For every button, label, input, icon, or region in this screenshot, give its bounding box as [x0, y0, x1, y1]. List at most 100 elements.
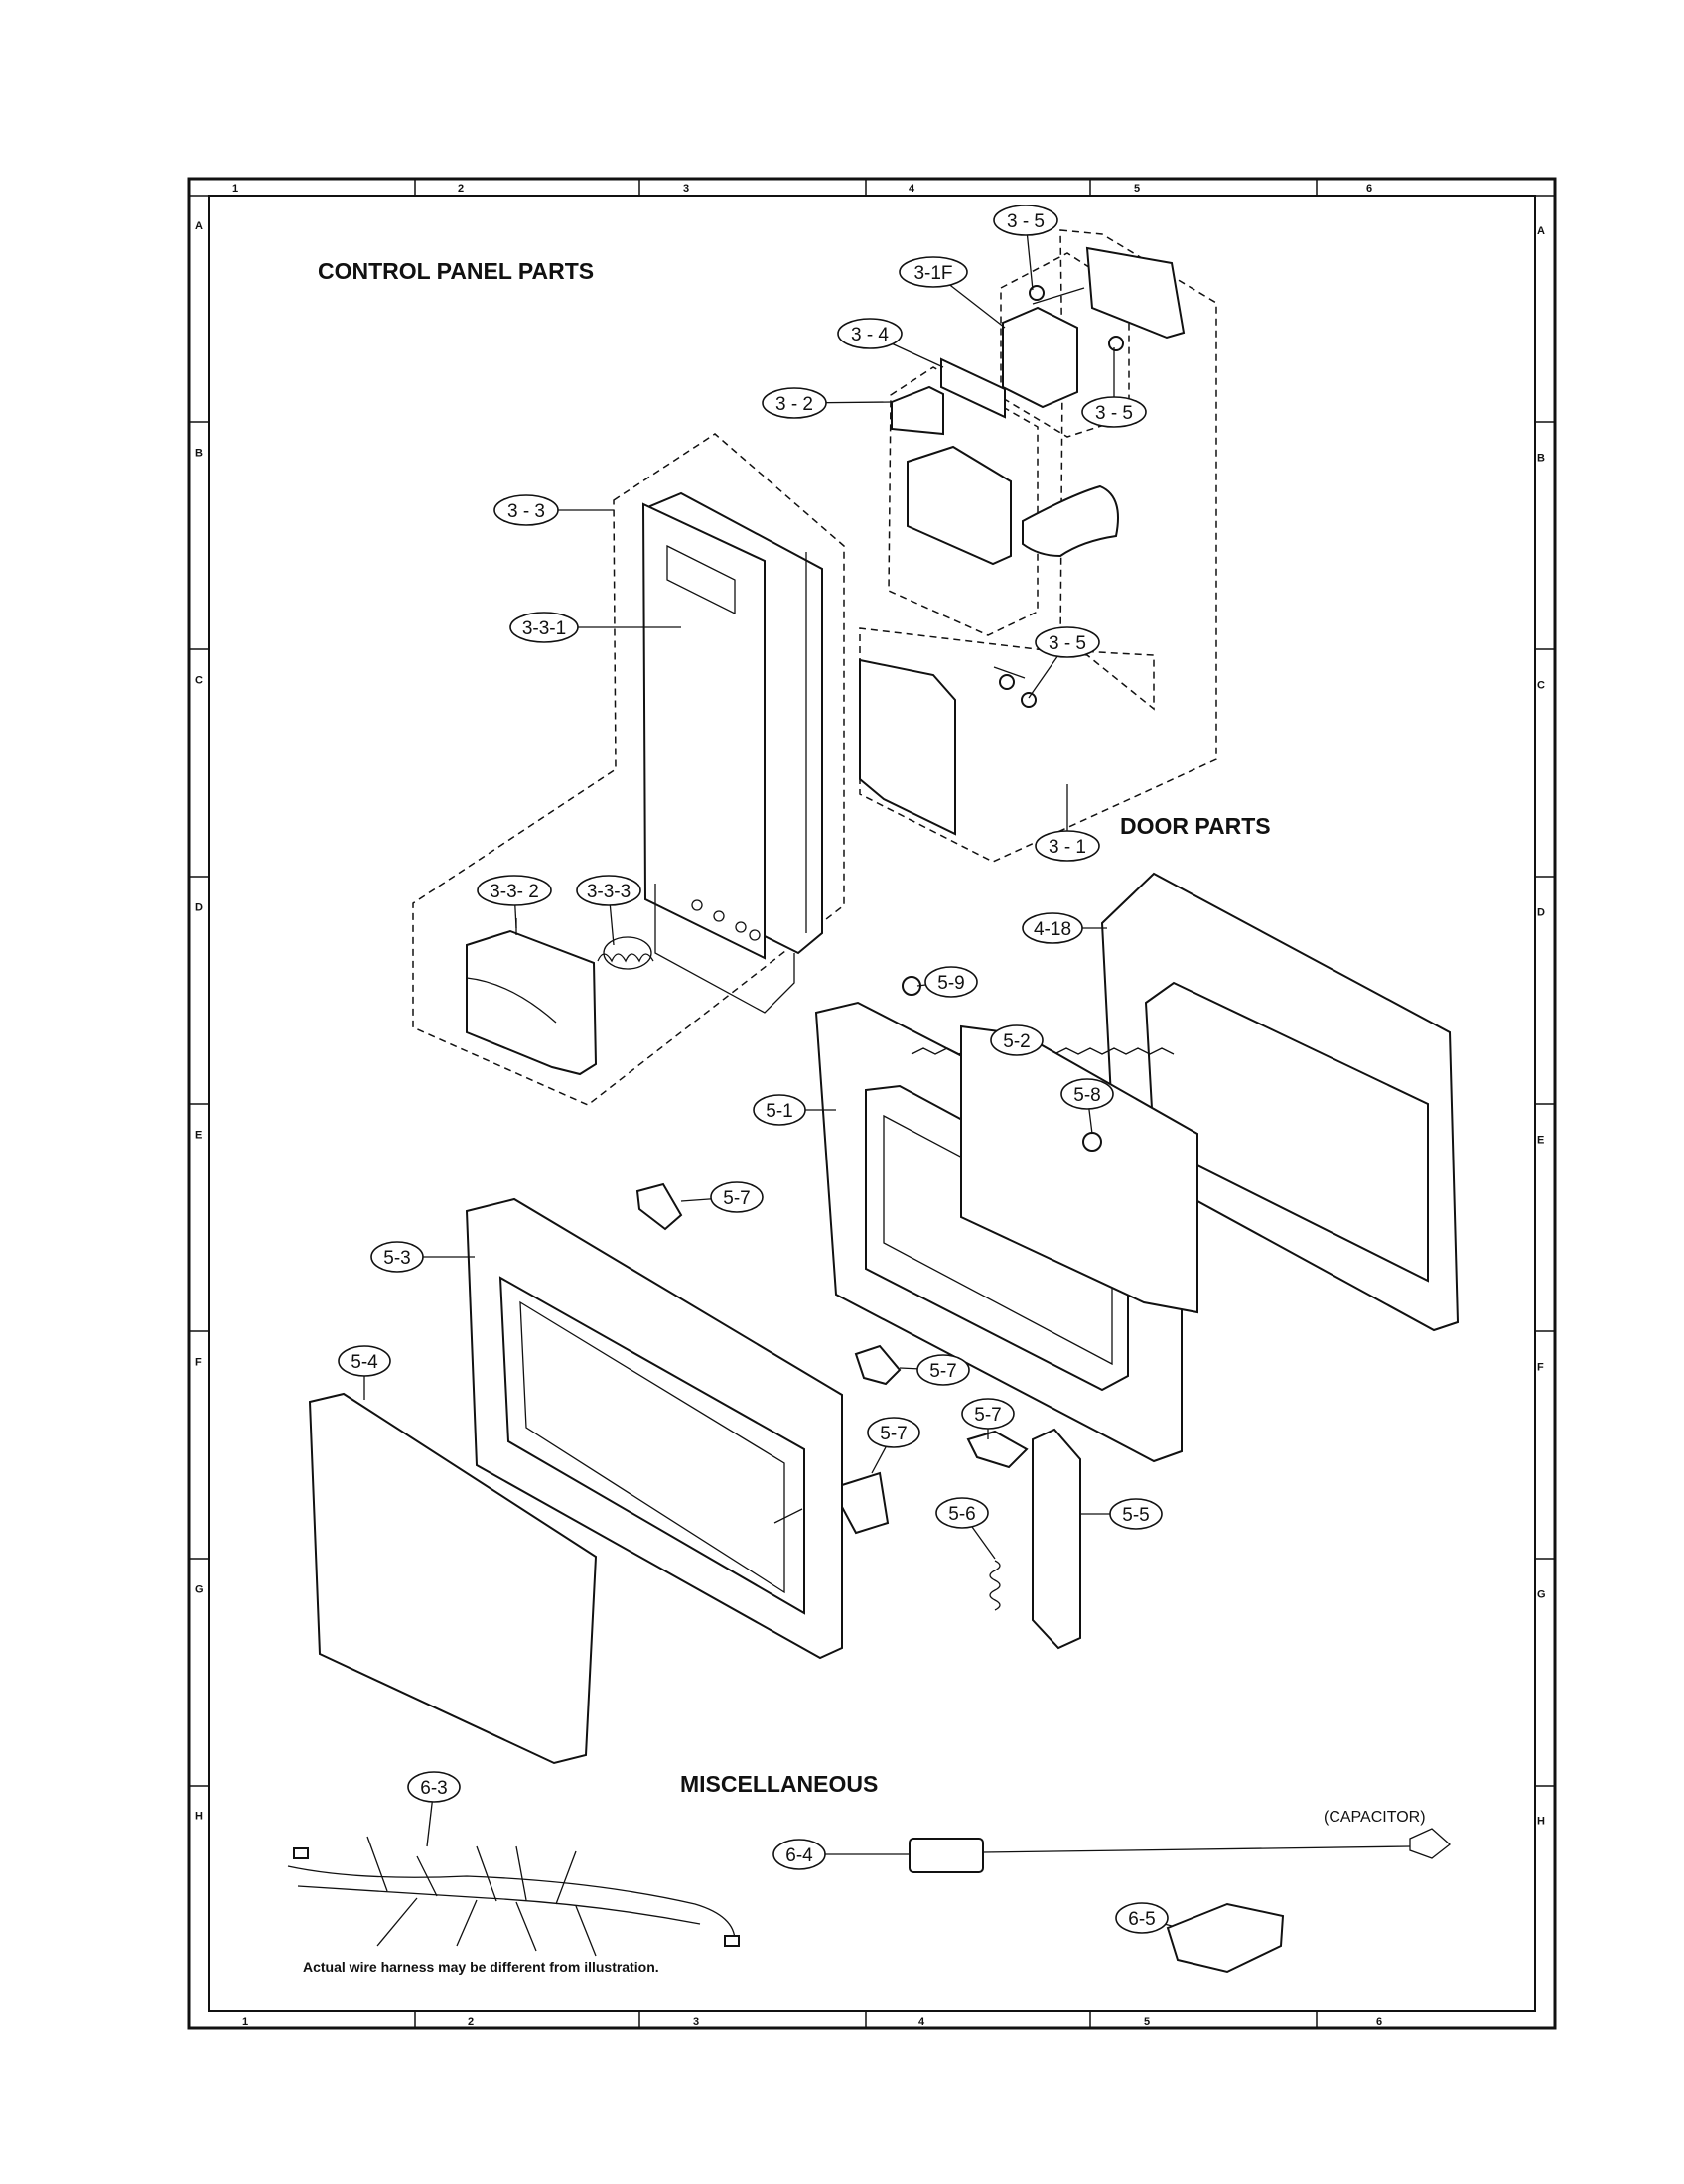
ruler-row-right: D — [1537, 907, 1545, 919]
key-unit-32 — [891, 385, 1119, 566]
ruler-row-left: B — [195, 448, 203, 460]
callout-oval — [1022, 912, 1083, 944]
part-callout-p63: 6-3 — [420, 1778, 447, 1799]
part-callout-p51: 5-1 — [766, 1101, 792, 1122]
switch-bracket-31f — [1002, 246, 1186, 409]
door-button — [466, 918, 598, 1076]
part-callout-p333: 3-3-3 — [587, 882, 631, 902]
callout-oval — [493, 494, 559, 526]
ruler-column-top: 6 — [1366, 183, 1372, 195]
ruler-row-left: G — [195, 1584, 204, 1596]
ruler-row-right: F — [1537, 1362, 1544, 1374]
callout-oval — [867, 1417, 920, 1448]
part-callout-p33: 3 - 3 — [507, 501, 545, 522]
ruler-column-bottom: 5 — [1144, 2016, 1150, 2028]
part-callout-p57b: 5-7 — [929, 1361, 956, 1382]
callout-oval — [772, 1839, 826, 1870]
part-callout-p58: 5-8 — [1073, 1085, 1100, 1106]
part-callout-p57c: 5-7 — [880, 1424, 907, 1444]
callout-oval — [710, 1181, 764, 1213]
part-callout-p57a: 5-7 — [723, 1188, 750, 1209]
ruler-row-right: C — [1537, 680, 1545, 692]
part-callout-p52: 5-2 — [1003, 1031, 1030, 1052]
callout-oval — [509, 612, 579, 643]
callout-oval — [837, 318, 903, 349]
part-callout-p64: 6-4 — [785, 1845, 813, 1866]
part-callout-p54: 5-4 — [351, 1352, 378, 1373]
ruler-column-bottom: 4 — [918, 2016, 925, 2028]
ruler-row-right: G — [1537, 1589, 1546, 1601]
ruler-row-right: E — [1537, 1135, 1544, 1147]
callout-oval — [924, 966, 978, 998]
ruler-row-left: H — [195, 1811, 203, 1823]
callout-oval — [1081, 396, 1147, 428]
callout-oval — [762, 387, 827, 419]
ruler-column-top: 3 — [683, 183, 689, 195]
block-57b — [854, 1344, 902, 1386]
callout-oval — [1035, 626, 1100, 658]
callout-oval — [990, 1024, 1044, 1056]
ruler-column-bottom: 6 — [1376, 2016, 1382, 2028]
control-unit-31 — [859, 658, 1037, 836]
part-callout-p35c: 3 - 5 — [1049, 633, 1086, 654]
part-callouts: 3 - 5 3-1F 3 - 4 3 - 5 3 - 2 3 - 3 3-3-1 3 - 5 3… — [338, 205, 1173, 1934]
spring-56 — [989, 1560, 1001, 1611]
part-callout-p35a: 3 - 5 — [1007, 211, 1045, 232]
callout-oval — [935, 1497, 989, 1529]
harness-note: Actual wire harness may be different fro… — [303, 1959, 659, 1975]
part-callout-p31f: 3-1F — [913, 263, 952, 284]
callout-oval — [1035, 830, 1100, 862]
insulation-sheet-34 — [940, 357, 1006, 419]
screw-58 — [1082, 1132, 1102, 1152]
ruler-column-top: 2 — [458, 183, 464, 195]
block-57a — [635, 1182, 683, 1231]
wire-harness-63 — [287, 1836, 740, 1957]
callout-oval — [576, 875, 641, 906]
group-outlines — [412, 229, 1217, 1106]
ruler-row-right: A — [1537, 225, 1545, 237]
ruler-column-top: 4 — [909, 183, 915, 195]
callout-oval — [407, 1771, 461, 1803]
part-callout-p34: 3 - 4 — [851, 325, 889, 345]
part-callout-p35b: 3 - 5 — [1095, 403, 1133, 424]
miscellaneous-title: MISCELLANEOUS — [680, 1771, 878, 1797]
ruler-row-right: H — [1537, 1816, 1545, 1828]
part-callout-p55: 5-5 — [1122, 1505, 1149, 1526]
callout-oval — [1060, 1078, 1114, 1110]
part-callout-p56: 5-6 — [948, 1504, 975, 1525]
callout-oval — [961, 1398, 1015, 1430]
switch-65 — [1166, 1902, 1285, 1974]
callout-oval — [899, 256, 968, 288]
control-panel-frame — [641, 491, 823, 1014]
ruler-column-top: 5 — [1134, 183, 1140, 195]
part-callout-p65: 6-5 — [1128, 1909, 1155, 1930]
callout-oval — [1115, 1902, 1169, 1934]
ruler-row-left: F — [195, 1357, 202, 1369]
part-callout-p31: 3 - 1 — [1049, 837, 1086, 858]
callout-oval — [993, 205, 1058, 236]
callout-oval — [370, 1241, 424, 1273]
callout-oval — [338, 1345, 391, 1377]
part-callout-p332: 3-3- 2 — [490, 882, 539, 902]
latch-lever-55 — [1032, 1428, 1081, 1650]
ruler-column-bottom: 1 — [242, 2016, 248, 2028]
capacitor-64 — [826, 1828, 1452, 1873]
spring-333 — [597, 936, 654, 970]
part-callout-p32: 3 - 2 — [775, 394, 813, 415]
part-callout-p59: 5-9 — [937, 973, 964, 994]
door-panel-54 — [308, 1392, 598, 1765]
capacitor-label: (CAPACITOR) — [1324, 1809, 1426, 1826]
callout-oval — [1109, 1498, 1163, 1530]
part-callout-p53: 5-3 — [383, 1248, 410, 1269]
callout-oval — [916, 1354, 970, 1386]
callout-oval — [753, 1094, 806, 1126]
part-callout-p331: 3-3-1 — [522, 618, 566, 639]
control-panel-title: CONTROL PANEL PARTS — [318, 258, 594, 284]
block-57d — [841, 1471, 890, 1535]
ruler-column-top: 1 — [232, 183, 238, 195]
part-callout-p418: 4-18 — [1034, 919, 1071, 940]
ruler-column-bottom: 2 — [468, 2016, 474, 2028]
ruler-row-left: D — [195, 902, 203, 914]
